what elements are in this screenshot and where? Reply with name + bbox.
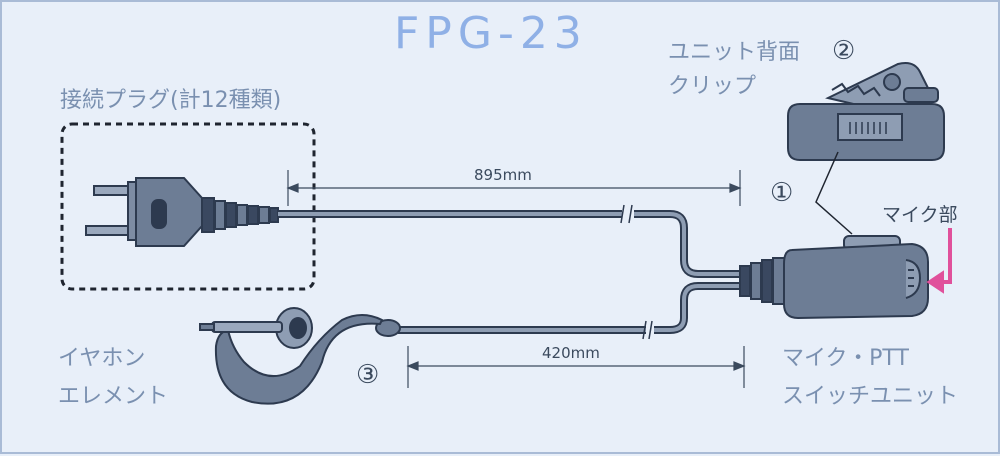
mic-indicator-arrow [926, 228, 952, 294]
unit-label-line2: スイッチユニット [782, 384, 959, 409]
marker-1: ① [770, 178, 794, 208]
mic-ptt-unit-icon [739, 235, 929, 320]
mic-part-label: マイク部 [882, 204, 958, 226]
clip-label-line1: ユニット背面 [668, 40, 801, 65]
earphone-cable [398, 282, 744, 340]
marker-2: ② [832, 36, 856, 66]
earphone-icon [199, 307, 401, 405]
earphone-label-line1: イヤホン [58, 346, 146, 371]
page-title: FPG-23 [394, 8, 588, 59]
earphone-label-line2: エレメント [58, 384, 169, 409]
clip-label-line2: クリップ [668, 74, 757, 99]
unit-label-line1: マイク・PTT [782, 346, 909, 371]
dimension-lines [286, 170, 746, 388]
plug-dashed-frame [60, 122, 316, 291]
plug-label: 接続プラグ(計12種類) [60, 88, 282, 113]
upper-dimension-label: 895mm [474, 166, 532, 184]
upper-cable [278, 204, 744, 278]
plug-icon [85, 177, 279, 247]
clip-icon [787, 62, 945, 235]
lower-dimension-label: 420mm [542, 344, 600, 362]
marker-3: ③ [356, 360, 380, 390]
